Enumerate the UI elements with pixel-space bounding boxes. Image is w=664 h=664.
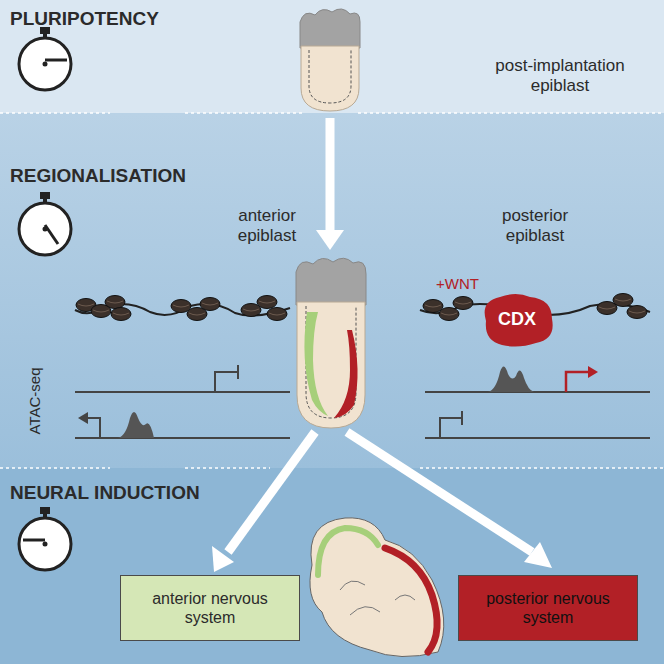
stage-label: +WNT (436, 275, 479, 293)
stage-band: PLURIPOTENCY post-implantation epiblast (0, 0, 664, 113)
stage-title: REGIONALISATION (10, 165, 186, 188)
node-label: posterior nervous system (469, 589, 627, 627)
outcome-box: posterior nervous system (458, 575, 638, 641)
protein-blob: CDX (478, 291, 556, 349)
stage-label: anterior epiblast (212, 206, 322, 247)
stage-label: ATAC-seq (26, 361, 44, 441)
stage-label: post-implantation epiblast (465, 56, 655, 97)
stage-band: REGIONALISATION anterior epiblast posterio… (0, 113, 664, 468)
stage-label: posterior epiblast (480, 206, 590, 247)
stage-title: NEURAL INDUCTION (10, 482, 200, 505)
node-label: anterior nervous system (131, 589, 289, 627)
stage-title: PLURIPOTENCY (10, 8, 159, 31)
stage-band: NEURAL INDUCTION anterior nervous system p… (0, 468, 664, 664)
node-label: CDX (498, 309, 536, 331)
outcome-box: anterior nervous system (120, 575, 300, 641)
